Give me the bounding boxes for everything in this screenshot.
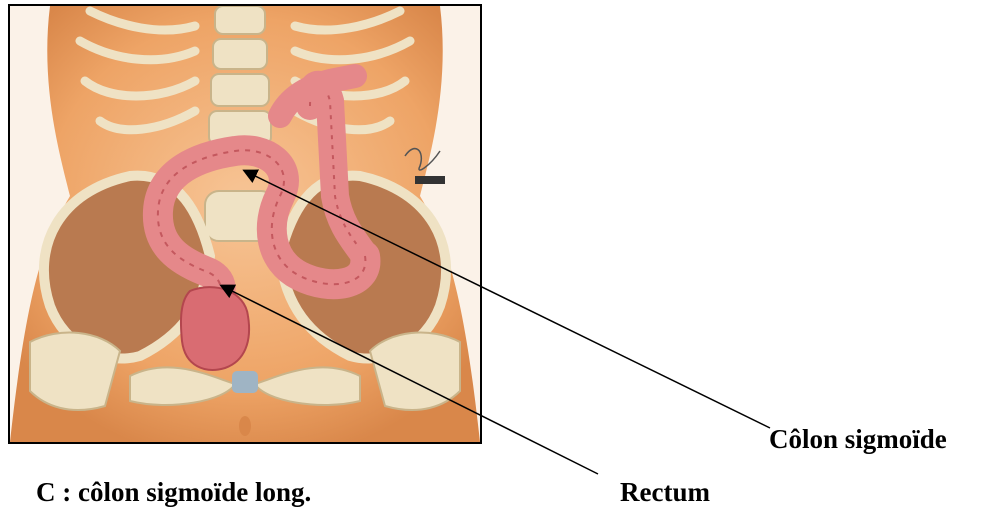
figure-caption: C : côlon sigmoïde long. [36,477,311,508]
rectum-label: Rectum [620,477,710,508]
navel [239,416,251,436]
abdomen-anatomy-illustration [10,6,480,442]
colon-sigmoid-label: Côlon sigmoïde [769,424,947,455]
rectum [181,287,249,370]
anatomy-illustration-frame [8,4,482,444]
